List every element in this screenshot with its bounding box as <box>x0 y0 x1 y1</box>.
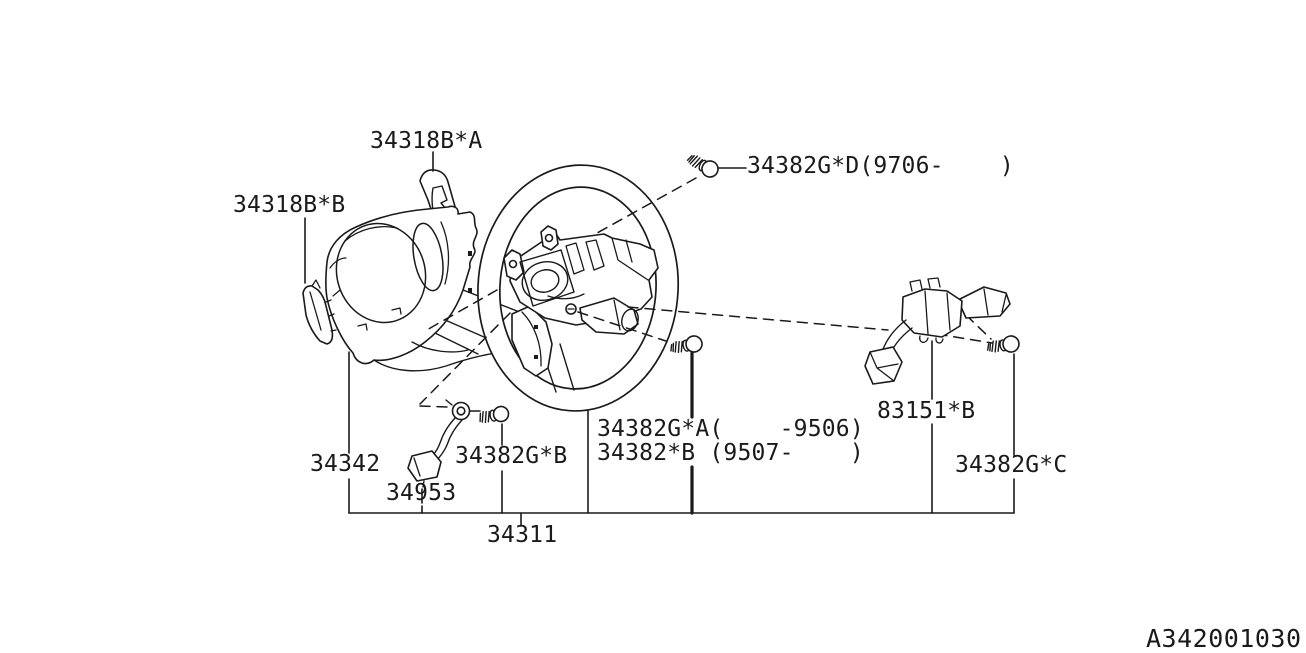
part-label-34342: 34342 <box>310 451 381 477</box>
assembly-dashes-right <box>577 306 993 344</box>
part-label-34318b-a: 34318B*A <box>370 128 483 154</box>
wheel-hub-drawing <box>503 225 659 393</box>
drawing-number: A342001030 <box>1146 624 1302 653</box>
screw-d-drawing <box>686 155 719 178</box>
part-label-34382g-b: 34382G*B <box>455 443 568 469</box>
part-label-34382g-a: 34382G*A( -9506) <box>597 416 864 442</box>
screw-c-drawing <box>987 335 1020 353</box>
part-label-34382-b: 34382*B (9507- ) <box>597 440 864 466</box>
screw-ab-drawing <box>670 335 703 354</box>
part-label-34318b-b: 34318B*B <box>233 192 346 218</box>
part-label-83151-b: 83151*B <box>877 398 976 424</box>
column-cover-drawing <box>325 205 536 372</box>
contact-wire-drawing <box>407 399 471 488</box>
bracket-b-drawing <box>302 279 337 345</box>
part-label-34953: 34953 <box>386 480 457 506</box>
screw-b-drawing <box>479 405 510 424</box>
part-label-34382g-c: 34382G*C <box>955 452 1068 478</box>
switch-drawing <box>864 277 1011 385</box>
leader-lines <box>304 151 1015 526</box>
steering-wheel-rim <box>477 164 680 412</box>
part-label-34311: 34311 <box>487 522 558 548</box>
part-label-34382g-d: 34382G*D(9706- ) <box>747 153 1014 179</box>
